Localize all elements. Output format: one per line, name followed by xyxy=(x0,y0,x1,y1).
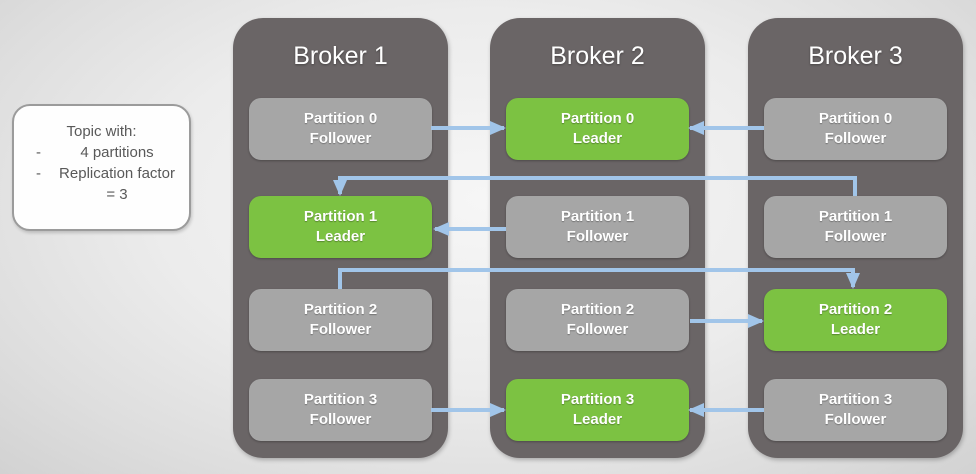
broker2-partition2-follower: Partition 2 Follower xyxy=(506,289,689,351)
topic-note-bullet: - 4 partitions xyxy=(14,142,189,163)
partition-role: Follower xyxy=(824,130,887,147)
broker1-partition2-follower: Partition 2 Follower xyxy=(249,289,432,351)
partition-role: Leader xyxy=(315,228,366,245)
topic-note-bullet-text: 4 partitions xyxy=(80,144,154,161)
partition-role: Follower xyxy=(566,228,629,245)
broker1-partition3-follower: Partition 3 Follower xyxy=(249,379,432,441)
broker3-partition1-follower: Partition 1 Follower xyxy=(764,196,947,258)
topic-note-bullet: - Replication factor = 3 xyxy=(14,163,189,205)
topic-note-bullet-text: Replication factor = 3 xyxy=(59,165,175,203)
partition-name: Partition 3 xyxy=(303,391,378,408)
broker-2-title: Broker 2 xyxy=(550,42,645,70)
broker-3-title: Broker 3 xyxy=(808,42,903,70)
partition-role: Follower xyxy=(566,321,629,338)
partition-name: Partition 0 xyxy=(560,110,635,127)
partition-role: Follower xyxy=(824,228,887,245)
bullet-dash: - xyxy=(36,144,41,161)
broker2-partition0-leader: Partition 0 Leader xyxy=(506,98,689,160)
partition-name: Partition 0 xyxy=(818,110,893,127)
broker1-partition0-follower: Partition 0 Follower xyxy=(249,98,432,160)
partition-role: Follower xyxy=(309,130,372,147)
topic-note-title: Topic with: xyxy=(66,123,137,140)
broker-3-container: Broker 3 Partition 0 Follower Partition … xyxy=(748,18,963,458)
partition-name: Partition 3 xyxy=(560,391,635,408)
partition-role: Leader xyxy=(572,411,623,428)
partition-role: Leader xyxy=(830,321,881,338)
partition-name: Partition 1 xyxy=(560,208,635,225)
broker2-partition3-leader: Partition 3 Leader xyxy=(506,379,689,441)
broker2-partition1-follower: Partition 1 Follower xyxy=(506,196,689,258)
partition-role: Follower xyxy=(309,321,372,338)
partition-name: Partition 2 xyxy=(818,301,893,318)
broker-1-title: Broker 1 xyxy=(293,42,388,70)
broker3-partition0-follower: Partition 0 Follower xyxy=(764,98,947,160)
partition-role: Follower xyxy=(824,411,887,428)
broker3-partition3-follower: Partition 3 Follower xyxy=(764,379,947,441)
partition-name: Partition 2 xyxy=(560,301,635,318)
broker-1-container: Broker 1 Partition 0 Follower Partition … xyxy=(233,18,448,458)
bullet-dash: - xyxy=(36,165,41,182)
partition-name: Partition 2 xyxy=(303,301,378,318)
broker-2-container: Broker 2 Partition 0 Leader Partition 1 … xyxy=(490,18,705,458)
partition-role: Follower xyxy=(309,411,372,428)
partition-name: Partition 1 xyxy=(303,208,378,225)
partition-name: Partition 0 xyxy=(303,110,378,127)
partition-name: Partition 3 xyxy=(818,391,893,408)
topic-note: Topic with: - 4 partitions - Replication… xyxy=(12,104,191,231)
partition-name: Partition 1 xyxy=(818,208,893,225)
partition-role: Leader xyxy=(572,130,623,147)
broker3-partition2-leader: Partition 2 Leader xyxy=(764,289,947,351)
broker1-partition1-leader: Partition 1 Leader xyxy=(249,196,432,258)
